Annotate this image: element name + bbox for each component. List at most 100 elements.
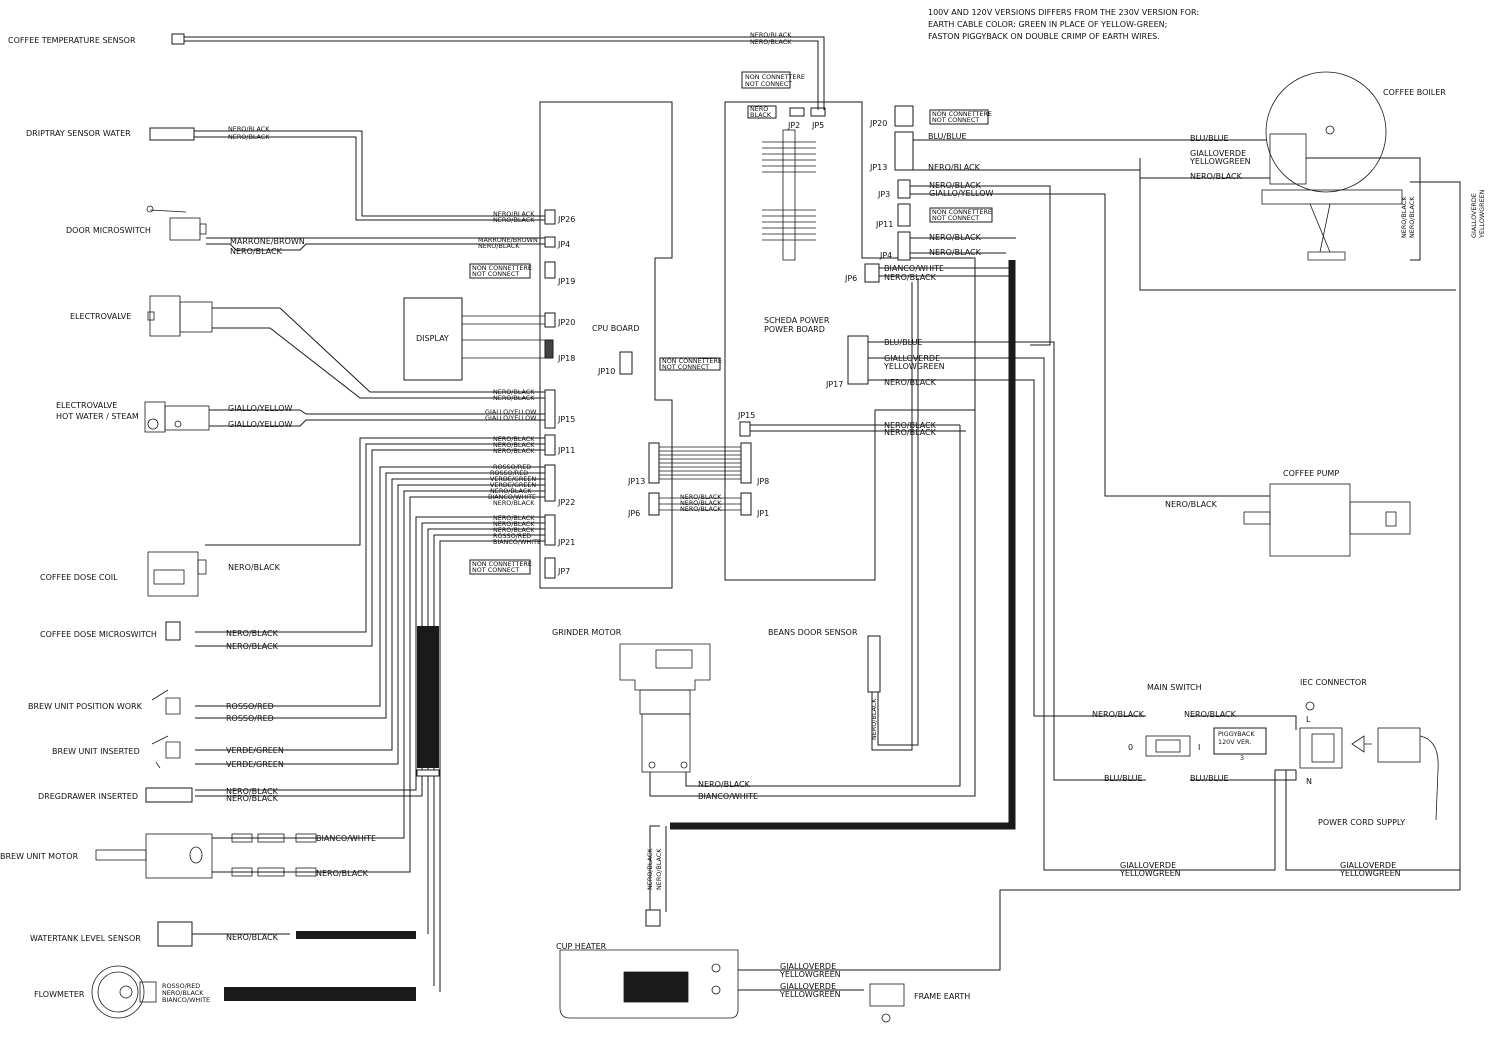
boiler-label: COFFEE BOILER [1383, 88, 1446, 97]
jp19-label: JP19 [557, 277, 575, 286]
jp1-label: JP1 [756, 509, 769, 518]
w-jp22-4: VERDE/GREEN [490, 481, 536, 489]
jp8-label: JP8 [756, 477, 769, 486]
w-boiler-v2: NERO/BLACK [1408, 196, 1416, 238]
w-jp21-3: NERO/BLACK [493, 526, 535, 534]
w-boiler-v1: NERO/BLACK [1400, 196, 1408, 238]
w-hw-1: GIALLO/YELLOW [228, 404, 293, 413]
ev-hw-label-1: ELECTROVALVE [56, 401, 117, 410]
pjp11-label: JP11 [875, 220, 893, 229]
jp18-label: JP18 [557, 354, 575, 363]
pump-label: COFFEE PUMP [1283, 469, 1339, 478]
nc3-b: NOT CONNECT [932, 214, 979, 222]
heatsink [762, 129, 816, 261]
w-jp21-5: BIANCO/WHITE [493, 538, 541, 546]
cup-heater-label: CUP HEATER [556, 942, 607, 951]
pjp6-label: JP6 [844, 274, 857, 283]
w-pump: NERO/BLACK [1165, 500, 1218, 509]
main-switch-label: MAIN SWITCH [1147, 683, 1202, 692]
w-ins-1: VERDE/GREEN [226, 746, 284, 755]
nc5-a: NON CONNETTERE [662, 357, 722, 365]
brew-motor-label: BREW UNIT MOTOR [0, 852, 79, 861]
w-dreg-2: NERO/BLACK [226, 794, 279, 803]
jp6-label: JP6 [627, 509, 640, 518]
nero-tag-b: BLACK [750, 111, 772, 119]
brew-pos-label: BREW UNIT POSITION WORK [28, 702, 143, 711]
w-temp-1: NERO/BLACK [750, 31, 792, 39]
display-label: DISPLAY [416, 334, 449, 343]
flowmeter-icon [91, 965, 157, 1019]
grinder-label: GRINDER MOTOR [552, 628, 622, 637]
brew-pos-switch [151, 689, 181, 715]
w-earth-2b: YELLOWGREEN [1339, 869, 1401, 878]
main-switch-icon [1145, 735, 1191, 757]
w-bmotor-1: BIANCO/WHITE [316, 834, 376, 843]
ev-hw-label-2: HOT WATER / STEAM [56, 412, 139, 421]
pjp20-label: JP20 [869, 119, 887, 128]
cable-harness [417, 626, 439, 768]
jp22-label: JP22 [557, 498, 575, 507]
w-earth-1a: GIALLOVERDE [1120, 861, 1176, 870]
w-dmicro-2: NERO/BLACK [226, 642, 279, 651]
w-pjp13-1: BLU/BLUE [928, 132, 967, 141]
w-pjp17-4: NERO/BLACK [884, 378, 937, 387]
w-sw-1: NERO/BLACK [1092, 710, 1145, 719]
w-boiler-v3b: YELLOWGREEN [1478, 189, 1486, 239]
beans-door-label: BEANS DOOR SENSOR [768, 628, 858, 637]
dose-coil-icon [147, 551, 207, 597]
w-pjp17-3b: YELLOWGREEN [883, 362, 945, 371]
coffee-temp-sensor-label: COFFEE TEMPERATURE SENSOR [8, 36, 136, 45]
dose-micro-label: COFFEE DOSE MICROSWITCH [40, 630, 157, 639]
w-door-2: NERO/BLACK [230, 247, 283, 256]
frame-earth-icon [869, 983, 905, 1023]
switch-0: 0 [1128, 743, 1133, 752]
power-cord-label: POWER CORD SUPPLY [1318, 818, 1405, 827]
nc1-b: NOT CONNECT [745, 80, 792, 88]
w-earth-1b: YELLOWGREEN [1119, 869, 1181, 878]
jp15-label: JP15 [557, 415, 575, 424]
temp-sensor-probe [171, 33, 185, 45]
w-flow-2: NERO/BLACK [162, 989, 204, 997]
switch-1: I [1198, 743, 1200, 752]
w-beans: NERO/BLACK [870, 698, 878, 740]
jp6-jp1-wires [659, 497, 741, 511]
w-tank: NERO/BLACK [226, 933, 279, 942]
piggyback-num: 3 [1240, 754, 1244, 762]
version-note: 100V AND 120V VERSIONS DIFFERS FROM THE … [928, 8, 1199, 41]
w-drip-2: NERO/BLACK [228, 133, 270, 141]
pjp3-label: JP3 [877, 190, 890, 199]
pjp17-label: JP17 [825, 380, 843, 389]
brew-ins-label: BREW UNIT INSERTED [52, 747, 140, 756]
watertank-label: WATERTANK LEVEL SENSOR [30, 934, 141, 943]
nc6-b: NOT CONNECT [472, 566, 519, 574]
w-dmicro-1: NERO/BLACK [226, 629, 279, 638]
frame-earth-label: FRAME EARTH [914, 992, 970, 1001]
ribbon-cable [659, 446, 741, 480]
pjp4-label: JP4 [879, 251, 892, 260]
w-jp15-1: NERO/BLACK [493, 388, 535, 396]
power-connectors: JP2 JP5 JP20 JP13 JP3 JP11 JP4 JP6 JP17 … [737, 105, 914, 518]
w-jp21-1: NERO/BLACK [493, 514, 535, 522]
w-sw-4: BLU/BLUE [1190, 774, 1229, 783]
door-microswitch-icon [146, 205, 207, 241]
jp21-label: JP21 [557, 538, 575, 547]
note-line-3: FASTON PIGGYBACK ON DOUBLE CRIMP OF EART… [928, 32, 1160, 41]
coffee-boiler-icon [1261, 71, 1403, 261]
w-jp22-3: VERDE/GREEN [490, 475, 536, 483]
w-cup-v2: NERO/BLACK [655, 848, 663, 890]
nc4-b: NOT CONNECT [472, 270, 519, 278]
door-micro-label: DOOR MICROSWITCH [66, 226, 151, 235]
jp11-label: JP11 [557, 446, 575, 455]
w-jp22-5: NERO/BLACK [490, 487, 532, 495]
w-dreg-1: NERO/BLACK [226, 787, 279, 796]
w-pjp15-2: NERO/BLACK [884, 428, 937, 437]
iec-n: N [1306, 777, 1312, 786]
nc3-a: NON CONNETTERE [932, 208, 992, 216]
cpu-board-label: CPU BOARD [592, 324, 640, 333]
w-jp15-2: NERO/BLACK [493, 394, 535, 402]
w-jp4-1: MARRONE/BROWN [478, 236, 538, 244]
w-drip-1: NERO/BLACK [228, 125, 270, 133]
jp4-label: JP4 [557, 240, 570, 249]
w-boiler-v3a: GIALLOVERDE [1470, 193, 1478, 238]
jp10-label: JP10 [597, 367, 615, 376]
